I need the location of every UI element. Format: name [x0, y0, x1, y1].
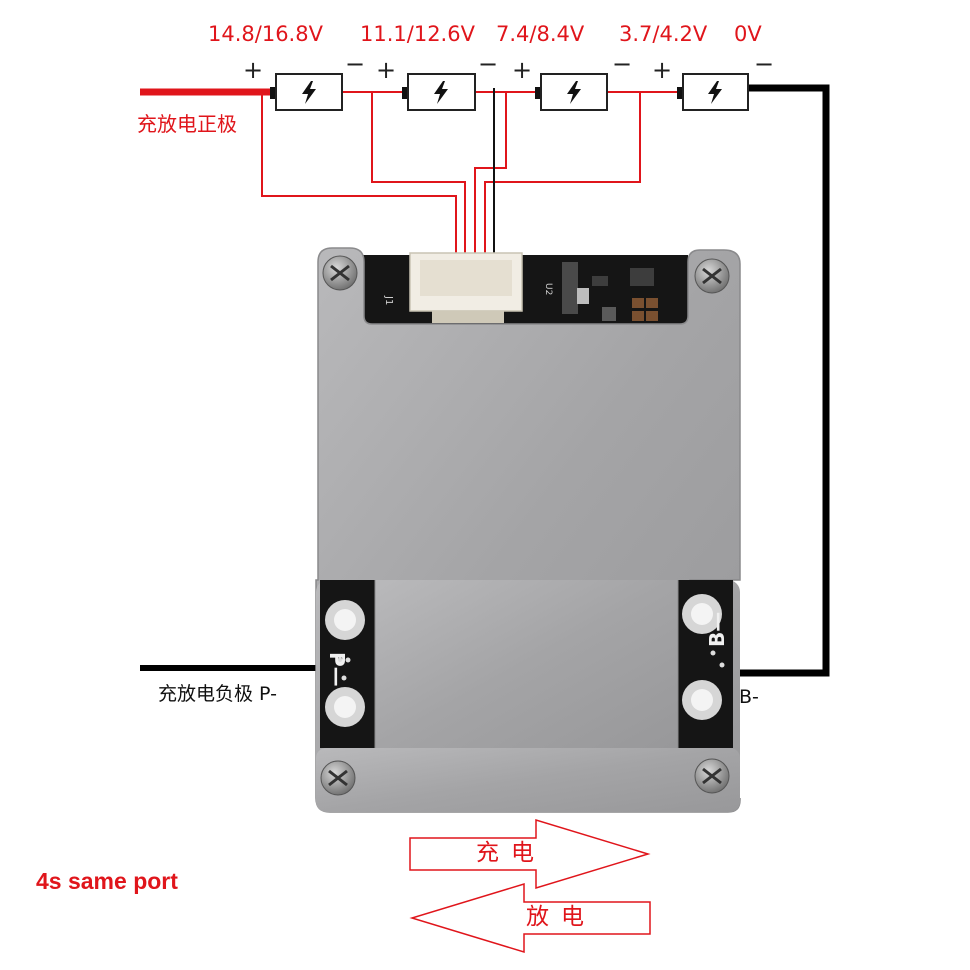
battery-cell	[402, 73, 476, 111]
screw-icon	[694, 258, 730, 294]
discharge-label: 放电	[526, 904, 596, 930]
battery-cell	[677, 73, 749, 111]
cell-plus-sign: +	[652, 56, 673, 84]
cell-plus-sign: +	[512, 56, 533, 84]
pcb-label-b: B—	[705, 612, 729, 647]
lightning-bolt-icon	[434, 81, 448, 104]
bms-board: J1 U2 P— B—	[315, 247, 741, 813]
pcb-label-p: P—	[325, 652, 349, 687]
footer-caption: 4s same port	[36, 868, 178, 894]
cell-plus-sign: +	[376, 56, 397, 84]
voltage-label: 11.1/12.6V	[360, 22, 475, 46]
battery-cells	[270, 73, 749, 111]
discharge-arrow	[409, 882, 651, 954]
battery-cell	[270, 73, 343, 111]
screw-icon	[322, 255, 358, 291]
b-minus-wire	[728, 84, 830, 677]
cell-minus-sign: −	[478, 50, 499, 78]
lightning-bolt-icon	[567, 81, 581, 104]
charge-arrow	[409, 818, 651, 890]
lightning-bolt-icon	[302, 81, 316, 104]
battery-cell	[535, 73, 608, 111]
voltage-label: 7.4/8.4V	[496, 22, 585, 46]
pcb-label-j1: J1	[383, 295, 394, 305]
voltage-label: 3.7/4.2V	[619, 22, 708, 46]
b-minus-label: B-	[739, 686, 759, 708]
voltage-label: 0V	[734, 22, 762, 46]
negative-terminal-label: 充放电负极 P-	[158, 683, 277, 705]
cell-minus-sign: −	[612, 50, 633, 78]
positive-terminal-label: 充放电正极	[137, 112, 237, 136]
cell-minus-sign: −	[345, 50, 366, 78]
charge-label: 充电	[476, 840, 546, 866]
cell-minus-sign: −	[754, 50, 775, 78]
pcb-label-u2: U2	[543, 283, 553, 295]
screw-icon	[320, 760, 356, 796]
screw-icon	[694, 758, 730, 794]
voltage-label: 14.8/16.8V	[208, 22, 323, 46]
cell-plus-sign: +	[243, 56, 264, 84]
lightning-bolt-icon	[708, 81, 722, 104]
